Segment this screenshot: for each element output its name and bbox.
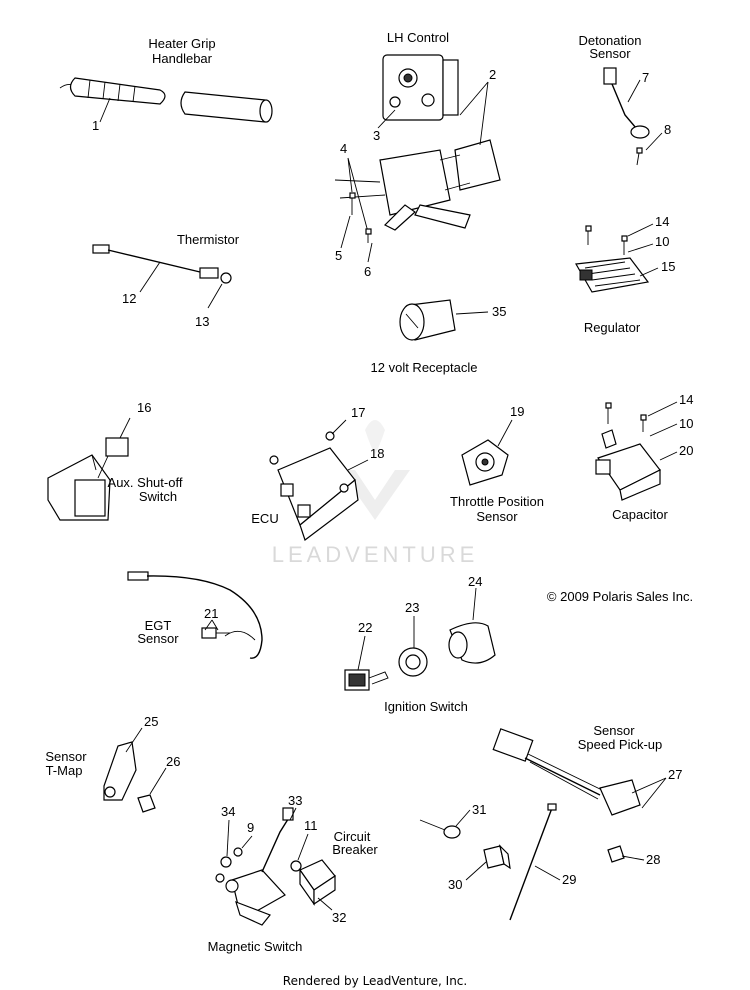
callout-27: 27 — [668, 767, 682, 782]
thermistor-part — [92, 244, 232, 284]
callout-2: 2 — [489, 67, 496, 82]
copyright-text: © 2009 Polaris Sales Inc. — [547, 589, 693, 604]
circuit-breaker-label-line1: Circuit — [334, 829, 371, 844]
callout-23: 23 — [405, 600, 419, 615]
regulator-part — [575, 225, 650, 293]
callout-1: 1 — [92, 118, 99, 133]
lh-control-part — [334, 54, 501, 231]
callout-19: 19 — [510, 404, 524, 419]
callout-26: 26 — [166, 754, 180, 769]
heater-grip-part — [59, 77, 273, 123]
callout-4: 4 — [340, 141, 347, 156]
magnetic-switch-part — [215, 807, 294, 926]
aux-switch-part — [47, 437, 129, 521]
callout-11: 11 — [304, 818, 318, 833]
tmap-label-line2: T-Map — [46, 763, 83, 778]
callout-14b: 14 — [679, 392, 693, 407]
ecu-part — [269, 431, 359, 541]
egt-sensor-label-line1: EGT — [145, 618, 172, 633]
callout-7: 7 — [642, 70, 649, 85]
callout-30: 30 — [448, 877, 462, 892]
callout-6: 6 — [364, 264, 371, 279]
ignition-switch-part — [344, 622, 496, 691]
detonation-sensor-part — [603, 67, 650, 166]
aux-switch-label-line2: Switch — [139, 489, 177, 504]
callout-17: 17 — [351, 405, 365, 420]
callout-24: 24 — [468, 574, 482, 589]
heater-grip-label-line1: Heater Grip — [148, 36, 215, 51]
callout-10a: 10 — [655, 234, 669, 249]
callout-12: 12 — [122, 291, 136, 306]
callout-31: 31 — [472, 802, 486, 817]
callout-18: 18 — [370, 446, 384, 461]
callout-33: 33 — [288, 793, 302, 808]
callout-35: 35 — [492, 304, 506, 319]
callout-13: 13 — [195, 314, 209, 329]
egt-sensor-label-line2: Sensor — [137, 631, 179, 646]
callout-25: 25 — [144, 714, 158, 729]
tmap-sensor-part — [103, 741, 156, 813]
lh-control-label: LH Control — [387, 30, 449, 45]
callout-15: 15 — [661, 259, 675, 274]
heater-grip-label-line2: Handlebar — [152, 51, 213, 66]
capacitor-part — [595, 402, 661, 501]
magnetic-switch-label: Magnetic Switch — [208, 939, 303, 954]
callout-5: 5 — [335, 248, 342, 263]
receptacle-label: 12 volt Receptacle — [371, 360, 478, 375]
detonation-sensor-label-line2: Sensor — [589, 46, 631, 61]
capacitor-label: Capacitor — [612, 507, 668, 522]
tps-part — [461, 439, 509, 486]
speed-sensor-label-line1: Sensor — [593, 723, 635, 738]
lh-control-screws — [349, 192, 372, 243]
watermark-logo — [340, 420, 410, 520]
receptacle-part — [399, 299, 456, 341]
detonation-sensor-label-line1: Detonation — [579, 33, 642, 48]
tmap-label-line1: Sensor — [45, 749, 87, 764]
regulator-label: Regulator — [584, 320, 641, 335]
egt-sensor-part — [127, 571, 263, 659]
thermistor-label: Thermistor — [177, 232, 240, 247]
watermark-text: LEADVENTURE — [272, 542, 479, 567]
callout-16: 16 — [137, 400, 151, 415]
rivet-part — [419, 819, 461, 839]
speed-sensor-label-line2: Speed Pick-up — [578, 737, 663, 752]
callout-20: 20 — [679, 443, 693, 458]
callout-34: 34 — [221, 804, 235, 819]
footer-credit: Rendered by LeadVenture, Inc. — [283, 974, 467, 988]
callout-9: 9 — [247, 820, 254, 835]
tps-label-line1: Throttle Position — [450, 494, 544, 509]
callout-28: 28 — [646, 852, 660, 867]
aux-switch-label-line1: Aux. Shut-off — [108, 475, 183, 490]
callout-29: 29 — [562, 872, 576, 887]
callout-10b: 10 — [679, 416, 693, 431]
ignition-switch-label: Ignition Switch — [384, 699, 468, 714]
bracket-part — [483, 844, 511, 870]
ecu-label: ECU — [251, 511, 278, 526]
tps-label-line2: Sensor — [476, 509, 518, 524]
circuit-breaker-label-line2: Breaker — [332, 842, 378, 857]
callout-32: 32 — [332, 910, 346, 925]
circuit-breaker-part — [290, 859, 336, 906]
callout-3: 3 — [373, 128, 380, 143]
callout-14a: 14 — [655, 214, 669, 229]
callout-8: 8 — [664, 122, 671, 137]
cable-tie-part — [509, 803, 557, 921]
callout-21: 21 — [204, 606, 218, 621]
speed-sensor-part — [492, 728, 641, 863]
callout-22: 22 — [358, 620, 372, 635]
